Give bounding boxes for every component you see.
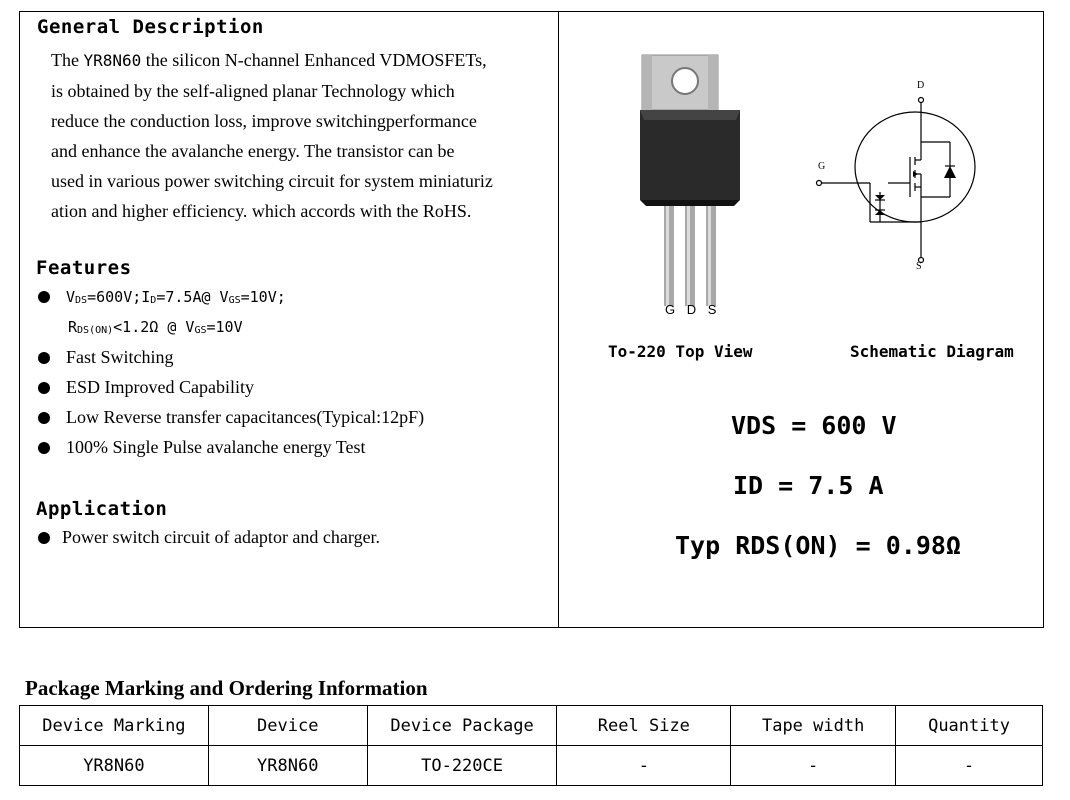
table-cell: - — [556, 745, 732, 786]
feature-item: ESD Improved Capability — [38, 377, 254, 398]
bullet-icon — [38, 291, 50, 303]
bullet-icon — [38, 441, 50, 454]
feature-item: 100% Single Pulse avalanche energy Test — [38, 437, 366, 458]
description-line: is obtained by the self-aligned planar T… — [51, 81, 455, 101]
package-view-caption: To-220 Top View — [608, 342, 753, 361]
feature-spec-row: VDS=600V;ID=7.5A@ VGS=10V; — [38, 288, 286, 306]
application-heading: Application — [36, 498, 168, 520]
application-item: Power switch circuit of adaptor and char… — [38, 527, 380, 548]
general-description-heading: General Description — [37, 16, 264, 38]
bullet-icon — [38, 411, 50, 424]
part-number: YR8N60 — [83, 51, 142, 70]
table-cell: - — [895, 745, 1043, 786]
column-header: Reel Size — [556, 705, 732, 746]
schematic-source-label: S — [916, 261, 922, 272]
schematic-gate-label: G — [818, 161, 826, 172]
description-line: and enhance the avalanche energy. The tr… — [51, 141, 455, 161]
table-row: YR8N60 YR8N60 TO-220CE - - - — [19, 745, 1043, 786]
feature-item-text: ESD Improved Capability — [66, 377, 254, 397]
table-cell: YR8N60 — [207, 745, 368, 786]
table-cell: TO-220CE — [366, 745, 558, 786]
description-line: reduce the conduction loss, improve swit… — [51, 111, 477, 131]
description-line: used in various power switching circuit … — [51, 171, 493, 191]
feature-spec-line2: RDS(ON)<1.2Ω @ VGS=10V — [68, 318, 243, 336]
description-line: ation and higher efficiency. which accor… — [51, 201, 472, 221]
column-header: Device — [207, 705, 368, 746]
feature-item-text: Low Reverse transfer capacitances(Typica… — [66, 407, 425, 427]
rds-rating: Typ RDS(ON) = 0.98Ω — [675, 531, 961, 560]
mosfet-schematic-diagram — [815, 96, 976, 264]
table-header-row: Device Marking Device Device Package Ree… — [19, 705, 1043, 746]
bullet-icon — [38, 381, 50, 394]
id-rating: ID = 7.5 A — [733, 471, 884, 500]
column-header: Quantity — [895, 705, 1043, 746]
feature-spec-row-2: RDS(ON)<1.2Ω @ VGS=10V — [68, 318, 243, 336]
schematic-caption: Schematic Diagram — [850, 342, 1014, 361]
bullet-icon — [38, 531, 50, 544]
feature-item-text: Fast Switching — [66, 347, 174, 367]
overview-panel: General Description The YR8N60 the silic… — [19, 11, 1044, 628]
schematic-drain-label: D — [917, 80, 925, 91]
column-header: Device Marking — [19, 705, 209, 746]
features-heading: Features — [36, 257, 132, 279]
ordering-table: Device Marking Device Device Package Ree… — [19, 705, 1043, 786]
description-line-text: the silicon N-channel Enhanced VDMOSFETs… — [141, 50, 487, 70]
to220-package-image — [640, 54, 740, 306]
vds-rating: VDS = 600 V — [731, 411, 897, 440]
description-line: The YR8N60 the silicon N-channel Enhance… — [51, 45, 541, 76]
application-item-text: Power switch circuit of adaptor and char… — [62, 527, 381, 547]
pin-labels: G D S — [665, 302, 721, 317]
feature-item: Low Reverse transfer capacitances(Typica… — [38, 407, 424, 428]
column-header: Tape width — [730, 705, 897, 746]
description-first-word: The — [51, 50, 79, 70]
table-cell: - — [730, 745, 897, 786]
feature-item-text: 100% Single Pulse avalanche energy Test — [66, 437, 366, 457]
ordering-info-title: Package Marking and Ordering Information — [25, 676, 428, 700]
feature-spec-line1: VDS=600V;ID=7.5A@ VGS=10V; — [66, 288, 286, 306]
general-description-text: The YR8N60 the silicon N-channel Enhance… — [51, 45, 541, 226]
bullet-icon — [38, 351, 50, 364]
column-header: Device Package — [366, 705, 558, 746]
table-cell: YR8N60 — [19, 745, 209, 786]
feature-item: Fast Switching — [38, 347, 174, 368]
panel-divider — [558, 12, 559, 627]
